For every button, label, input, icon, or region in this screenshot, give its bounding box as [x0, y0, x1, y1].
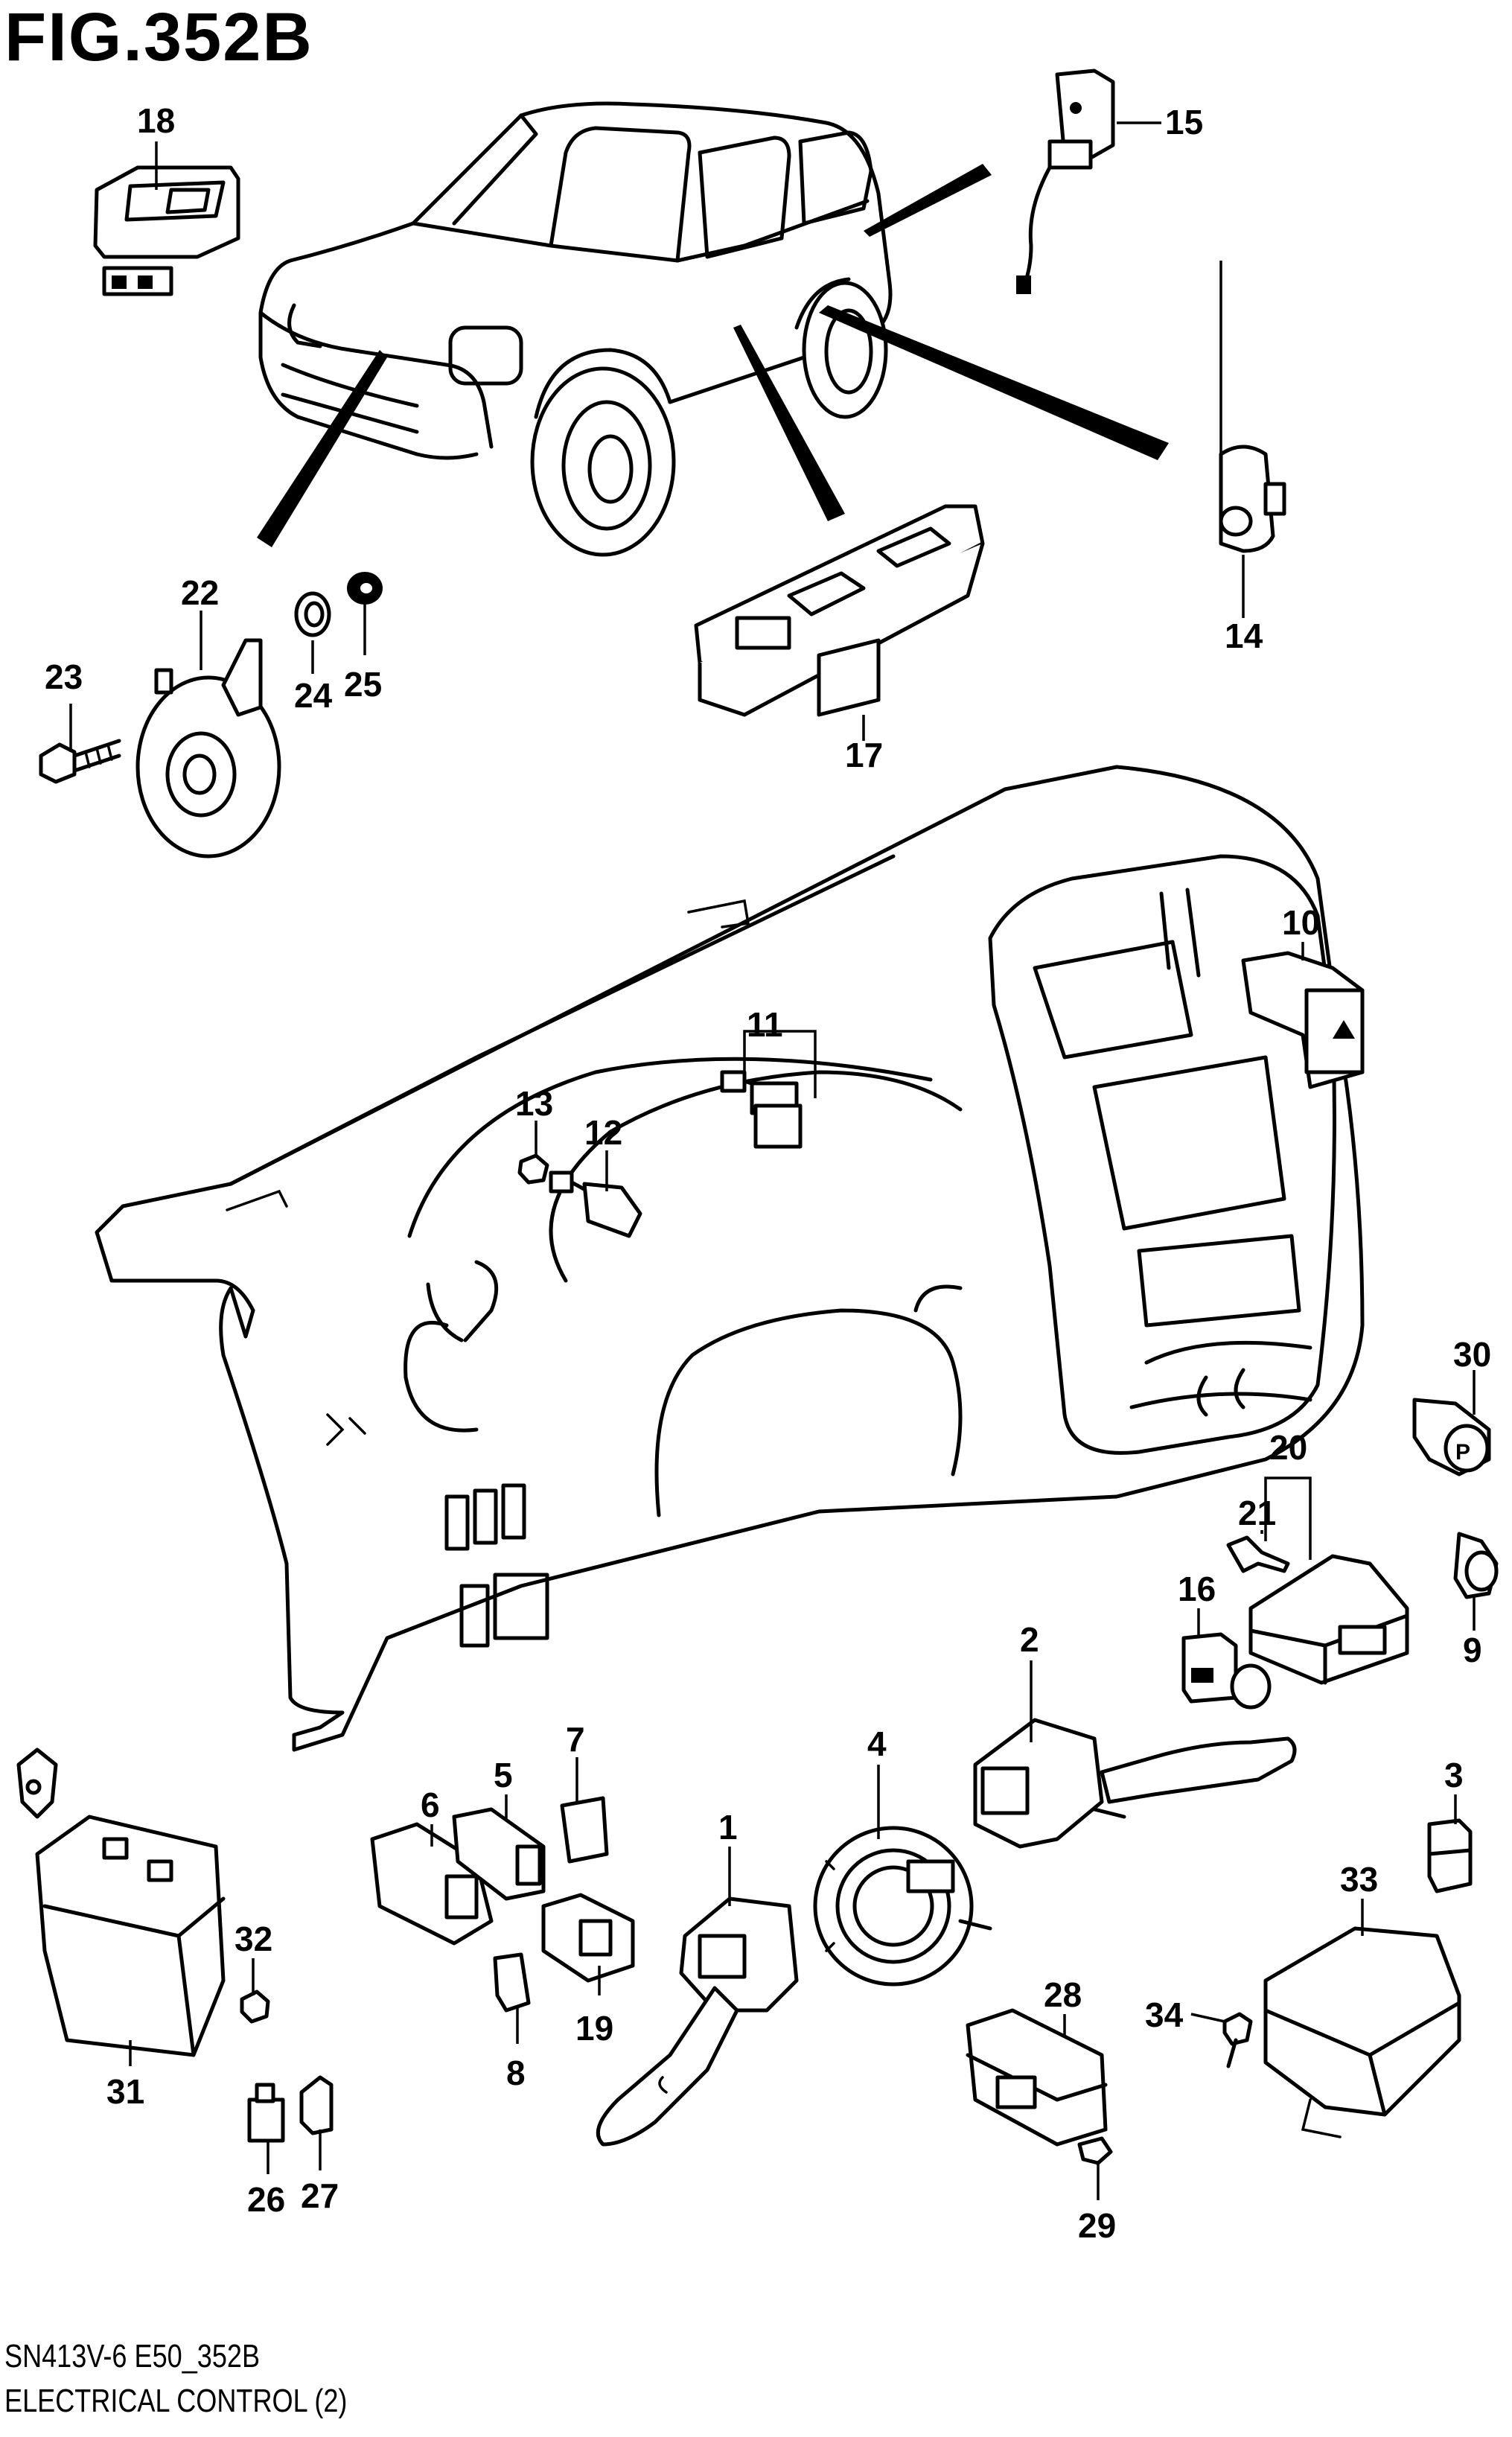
callout-labels: 18 15 14 17 22 23 24 25 10 11 12 13 30 2… [45, 101, 1491, 2245]
callout-15: 15 [1165, 103, 1203, 141]
part-30-switch: P [1412, 1398, 1491, 1476]
callout-29: 29 [1078, 2206, 1116, 2245]
part-26-relay [247, 2083, 285, 2143]
callout-33: 33 [1340, 1860, 1378, 1899]
part-32-nut [240, 1990, 270, 2024]
callout-22: 22 [181, 573, 219, 612]
callout-4: 4 [867, 1724, 887, 1763]
callout-3: 3 [1444, 1756, 1464, 1794]
callout-14: 14 [1225, 617, 1263, 655]
footer-caption: ELECTRICAL CONTROL (2) [4, 2383, 348, 2419]
part-4-contact-coil [813, 1826, 992, 1987]
part-22-horn [135, 638, 281, 858]
callout-17: 17 [845, 736, 883, 774]
callout-10: 10 [1282, 903, 1320, 942]
part-8-cover [493, 1952, 531, 2013]
callout-8: 8 [506, 2054, 526, 2092]
part-12-switch [549, 1170, 642, 1238]
part-17-power-window-master-switch [694, 504, 985, 717]
part-3-connector [1427, 1818, 1473, 1893]
callout-2: 2 [1020, 1620, 1039, 1659]
callout-18: 18 [137, 101, 175, 140]
callout-27: 27 [301, 2176, 339, 2215]
callout-32: 32 [235, 1920, 272, 1958]
part-14-door-switch [1219, 445, 1286, 553]
part-18-power-window-switch [93, 165, 240, 296]
callout-9: 9 [1463, 1631, 1482, 1669]
part-25-nut [347, 572, 383, 605]
part-13-nut [517, 1153, 549, 1185]
part-11-stop-lamp-switch [720, 1070, 803, 1149]
part-19-switch [541, 1893, 635, 1983]
part-23-bolt [39, 739, 121, 784]
callout-16: 16 [1178, 1570, 1216, 1608]
callout-25: 25 [344, 665, 382, 704]
part-27-bracket [299, 2075, 334, 2135]
callout-11: 11 [747, 1005, 783, 1044]
part-20-switch-assembly [1248, 1554, 1409, 1685]
callout-13: 13 [515, 1084, 553, 1123]
part-33-control-module [1263, 1926, 1461, 2138]
parking-p-glyph: P [1455, 1440, 1470, 1465]
callout-6: 6 [421, 1785, 440, 1824]
callout-23: 23 [45, 657, 83, 696]
part-24-washer [294, 591, 331, 637]
callout-26: 26 [247, 2180, 285, 2219]
callout-19: 19 [575, 2009, 613, 2048]
callout-1: 1 [718, 1808, 738, 1847]
part-10-hazard-switch [1241, 951, 1365, 1089]
callout-12: 12 [584, 1113, 622, 1152]
callout-28: 28 [1044, 1975, 1082, 2014]
part-1-turn-signal-switch [596, 1896, 799, 2147]
part-31-control-unit [16, 1748, 226, 2057]
part-9-switch [1453, 1532, 1499, 1599]
part-2-wiper-switch [973, 1718, 1297, 1849]
part-28-sensor [966, 2008, 1108, 2147]
callout-31: 31 [106, 2072, 144, 2111]
vehicle-illustration [258, 101, 893, 557]
callout-5: 5 [494, 1756, 513, 1794]
callout-7: 7 [566, 1720, 585, 1759]
part-7-cover [560, 1796, 609, 1864]
part-29-screw [1077, 2136, 1113, 2165]
part-5-switch [452, 1807, 546, 1901]
instrument-panel [95, 765, 1365, 1752]
part-16-switch [1181, 1632, 1272, 1710]
callout-24: 24 [294, 676, 333, 715]
leader-lines [69, 121, 1476, 2200]
callout-21: 21 [1238, 1494, 1276, 1532]
callout-34: 34 [1145, 1995, 1184, 2034]
figure-title: FIG.352B [4, 0, 313, 75]
part-15-door-switch [1016, 69, 1115, 294]
part-34-bolt [1222, 2012, 1253, 2068]
callout-30: 30 [1453, 1335, 1491, 1374]
part-21-screw [1226, 1535, 1290, 1573]
vehicle-leader-wedges [257, 164, 1169, 547]
footer-model-code: SN413V-6 E50_352B [4, 2338, 261, 2374]
callout-20: 20 [1269, 1428, 1307, 1467]
